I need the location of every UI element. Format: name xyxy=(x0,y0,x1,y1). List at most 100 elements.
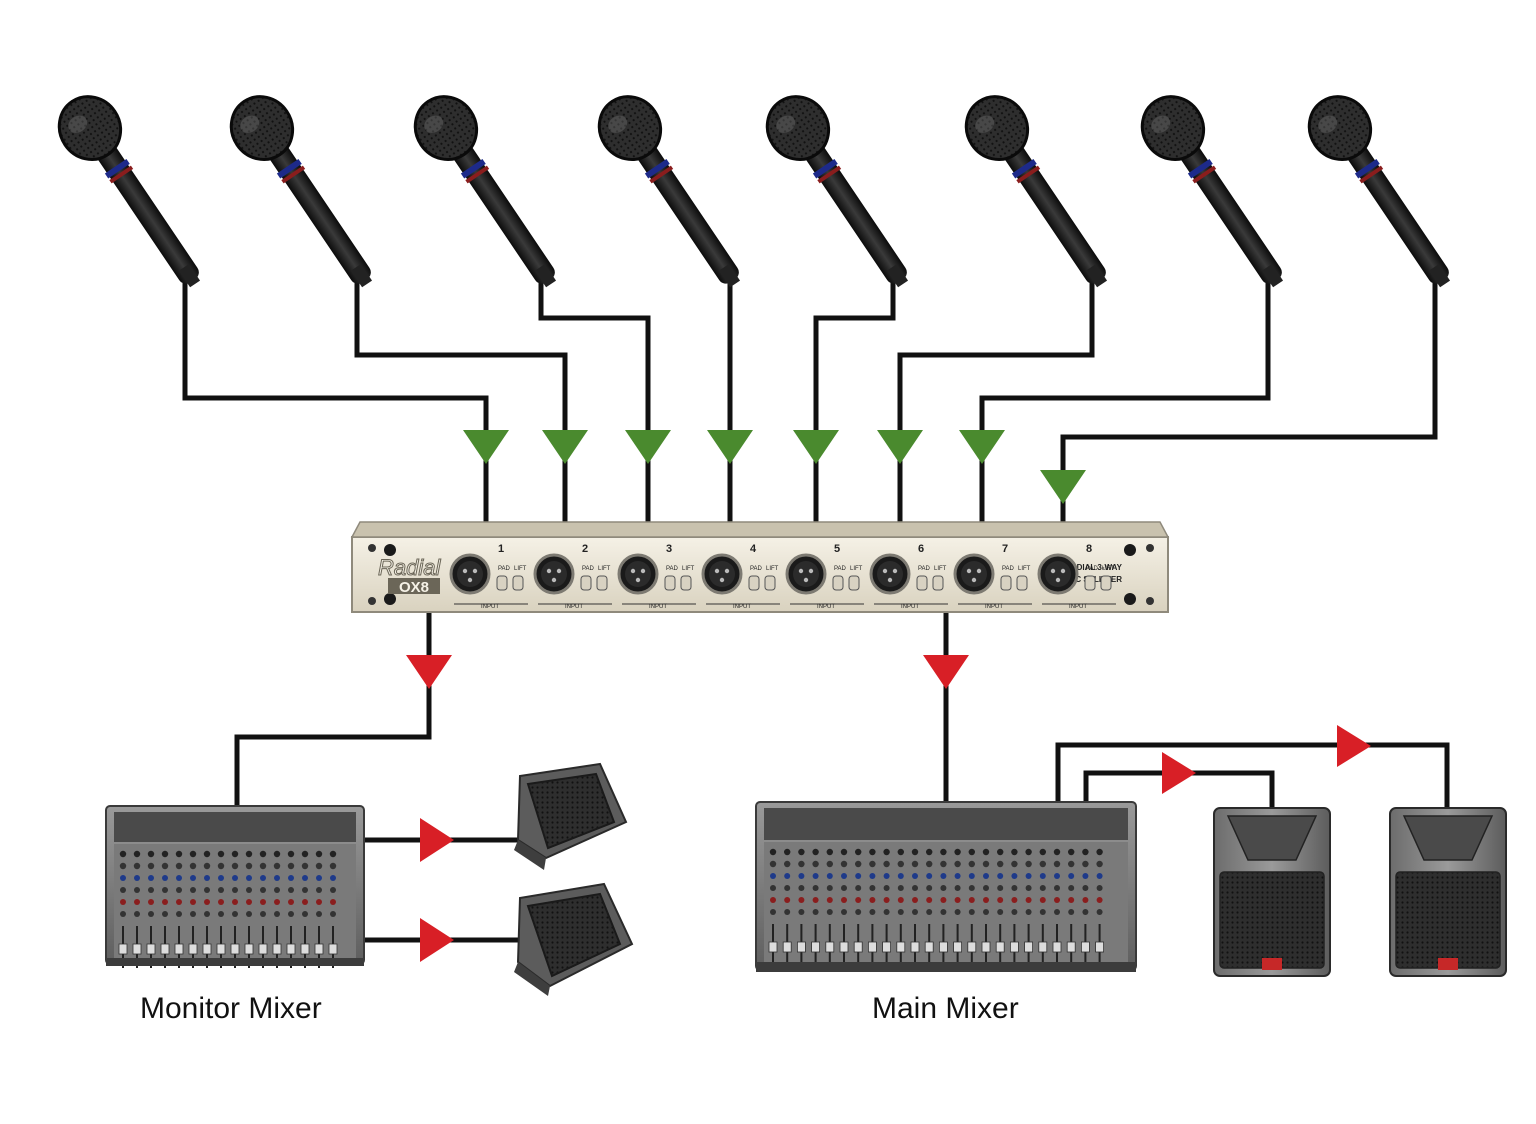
cable-mic-7 xyxy=(979,270,1271,522)
pad-label: PAD xyxy=(582,566,595,572)
microphone-icon xyxy=(753,83,930,303)
output-arrow-wedge-1 xyxy=(420,818,454,862)
stage-monitor-icon xyxy=(514,882,634,996)
channel-number: 6 xyxy=(918,543,924,555)
channel-number: 7 xyxy=(1002,543,1008,555)
pad-label: PAD xyxy=(834,566,847,572)
output-arrow-main-mixer xyxy=(923,655,969,689)
channel-number: 8 xyxy=(1086,543,1092,555)
pad-label: PAD xyxy=(1002,566,1015,572)
input-label: INPUT xyxy=(481,604,499,610)
xlr-input-jack xyxy=(617,553,659,595)
microphone-icon xyxy=(45,83,222,303)
lift-switch xyxy=(596,575,608,591)
pa-speaker-icon xyxy=(1389,807,1507,977)
pad-switch xyxy=(1000,575,1012,591)
pad-switch xyxy=(664,575,676,591)
input-label: INPUT xyxy=(649,604,667,610)
input-arrow-3 xyxy=(625,430,671,464)
microphones xyxy=(45,83,1472,303)
lift-switch xyxy=(512,575,524,591)
output-arrow-speaker-left xyxy=(1162,752,1196,794)
lift-label: LIFT xyxy=(934,566,947,572)
mixing-console-icon xyxy=(105,805,365,969)
pad-label: PAD xyxy=(918,566,931,572)
channel-number: 1 xyxy=(498,543,504,555)
xlr-input-jack xyxy=(1037,553,1079,595)
lift-switch xyxy=(848,575,860,591)
microphone-icon xyxy=(585,83,762,303)
lift-switch xyxy=(1016,575,1028,591)
input-label: INPUT xyxy=(1069,604,1087,610)
pa-speaker-icon xyxy=(1213,807,1331,977)
channel-number: 2 xyxy=(582,543,588,555)
lift-label: LIFT xyxy=(1102,566,1115,572)
cable-mic-3 xyxy=(538,270,651,522)
xlr-input-jack xyxy=(953,553,995,595)
input-label: INPUT xyxy=(565,604,583,610)
lift-label: LIFT xyxy=(1018,566,1031,572)
input-arrow-8 xyxy=(1040,470,1086,504)
input-arrow-5 xyxy=(793,430,839,464)
lift-switch xyxy=(764,575,776,591)
rack-splitter-icon: Radial OX8 RADIAL 3-WAY MIC SPLITTER 1PA… xyxy=(350,521,1170,613)
cable-mic-5 xyxy=(813,270,896,522)
pad-switch xyxy=(496,575,508,591)
pad-label: PAD xyxy=(666,566,679,572)
microphone-icon xyxy=(1295,83,1472,303)
pad-label: PAD xyxy=(498,566,511,572)
cable-splitter-to-monitor-mixer xyxy=(234,612,432,806)
main-mixer-label: Main Mixer xyxy=(872,992,1019,1025)
pad-switch xyxy=(916,575,928,591)
cable-mic-1 xyxy=(182,270,489,522)
input-arrow-4 xyxy=(707,430,753,464)
microphone-icon xyxy=(401,83,578,303)
splitter-brand: Radial xyxy=(378,555,441,580)
input-arrow-6 xyxy=(877,430,923,464)
lift-label: LIFT xyxy=(598,566,611,572)
lift-label: LIFT xyxy=(682,566,695,572)
microphone-icon xyxy=(952,83,1129,303)
cable-main-to-speaker-right xyxy=(1055,742,1450,810)
pad-switch xyxy=(832,575,844,591)
input-arrow-1 xyxy=(463,430,509,464)
input-label: INPUT xyxy=(985,604,1003,610)
pad-switch xyxy=(580,575,592,591)
lift-switch xyxy=(1100,575,1112,591)
lift-label: LIFT xyxy=(514,566,527,572)
lift-switch xyxy=(932,575,944,591)
input-arrow-7 xyxy=(959,430,1005,464)
channel-number: 4 xyxy=(750,543,757,555)
splitter-model: OX8 xyxy=(399,579,429,596)
xlr-input-jack xyxy=(701,553,743,595)
input-arrow-2 xyxy=(542,430,588,464)
mixing-console-icon xyxy=(755,801,1137,972)
lift-label: LIFT xyxy=(766,566,779,572)
output-arrow-monitor-mixer xyxy=(406,655,452,689)
microphone-icon xyxy=(1128,83,1305,303)
pad-switch xyxy=(1084,575,1096,591)
output-arrow-speaker-right xyxy=(1337,725,1371,767)
pad-label: PAD xyxy=(1086,566,1099,572)
input-arrows xyxy=(463,430,1086,504)
channel-number: 5 xyxy=(834,543,840,555)
input-label: INPUT xyxy=(817,604,835,610)
xlr-input-jack xyxy=(869,553,911,595)
lift-switch xyxy=(680,575,692,591)
stage-monitor-icon xyxy=(514,762,628,870)
microphone-icon xyxy=(217,83,394,303)
channel-number: 3 xyxy=(666,543,672,555)
monitor-mixer-label: Monitor Mixer xyxy=(140,992,322,1025)
pad-switch xyxy=(748,575,760,591)
splitter-description-line1: RADIAL 3-WAY xyxy=(1065,563,1123,572)
